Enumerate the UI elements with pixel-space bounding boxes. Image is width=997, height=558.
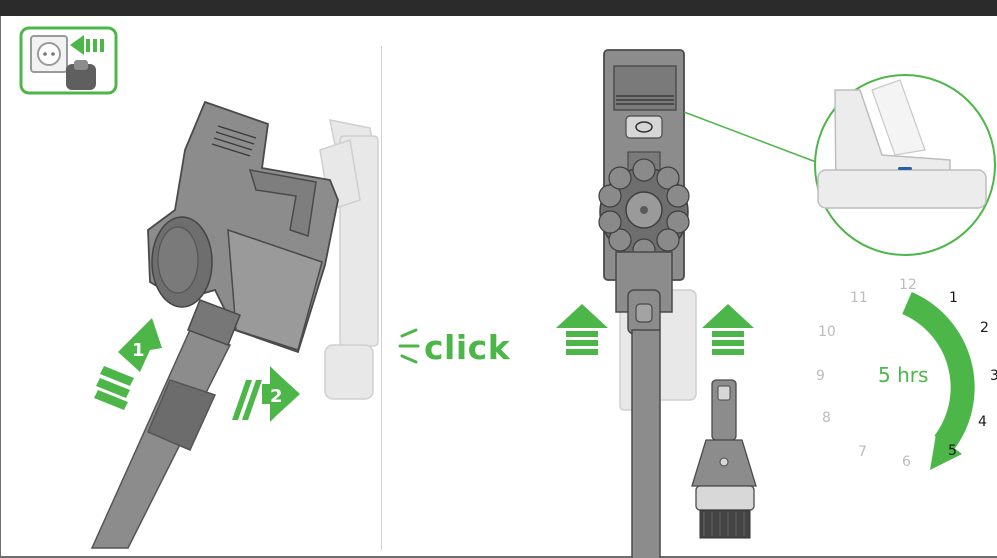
charge-duration-label: 5 hrs (878, 363, 929, 387)
clock-number: 8 (822, 410, 831, 426)
cyclone-head (598, 158, 690, 262)
clock-number: 2 (980, 320, 989, 336)
clock-number: 7 (858, 444, 867, 460)
clock-number: 1 (949, 290, 958, 306)
clock-number: 10 (818, 324, 836, 340)
frame-left-border (0, 16, 1, 558)
step-1-number: 1 (132, 340, 145, 361)
clock-number: 12 (899, 277, 917, 293)
vacuum-docked (598, 49, 690, 558)
clockwise-arrow-icon (901, 291, 975, 470)
top-bar (0, 0, 997, 16)
zoom-callout (683, 74, 996, 256)
vacuum-body-mounting (90, 100, 339, 549)
click-label: click (424, 328, 511, 367)
panel-divider (381, 46, 382, 550)
click-indicator-icon (398, 328, 420, 364)
step-2-number: 2 (270, 386, 283, 407)
clock-number: 5 (948, 443, 957, 459)
clock-number: 3 (990, 368, 997, 384)
frame-bottom-border (0, 556, 997, 558)
plug-icon (66, 60, 96, 90)
brush-tool (691, 379, 757, 539)
clock-number: 4 (978, 414, 987, 430)
clock-number: 6 (902, 454, 911, 470)
step-1-arrow: 1 (94, 318, 162, 410)
clock-number: 11 (850, 290, 868, 306)
clock-number: 9 (816, 368, 825, 384)
insert-arrow-icon (70, 35, 104, 55)
step-2-arrow: 2 (232, 366, 300, 422)
charging-led-icon (898, 167, 912, 170)
up-arrow-icon (556, 304, 608, 355)
up-arrow-icon-2 (702, 304, 754, 355)
wall-dock-ghost (319, 119, 379, 400)
